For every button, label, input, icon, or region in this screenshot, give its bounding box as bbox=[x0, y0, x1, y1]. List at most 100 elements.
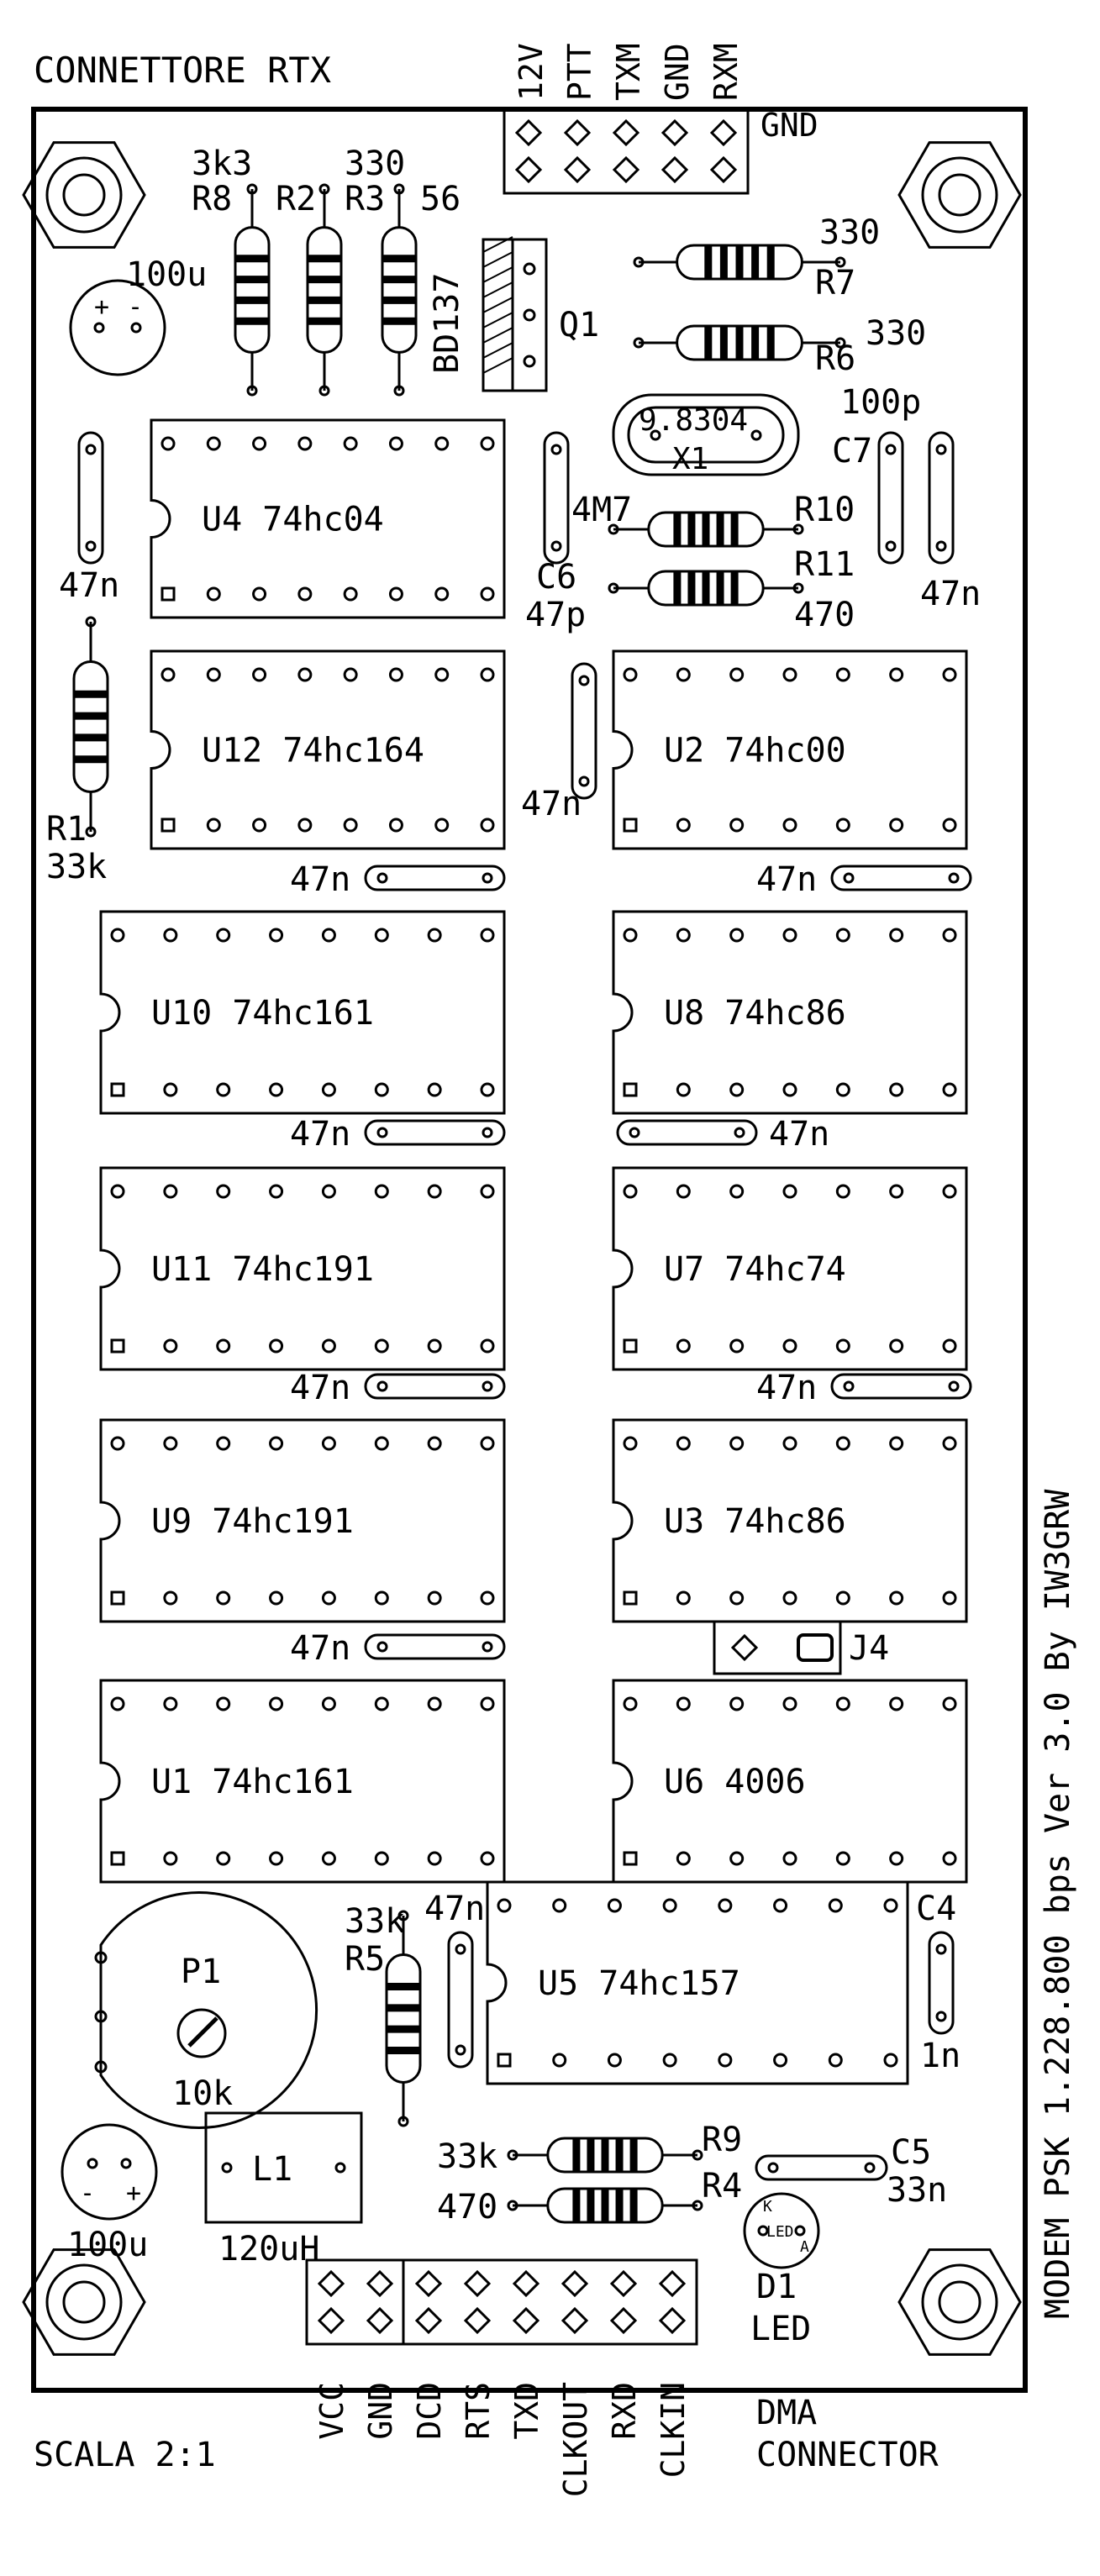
hole bbox=[62, 2280, 106, 2324]
header-pin bbox=[366, 2269, 394, 2298]
c47n-right-label: 47n bbox=[920, 575, 981, 613]
ic-pin bbox=[269, 1851, 284, 1866]
pad bbox=[455, 2044, 466, 2056]
pad bbox=[692, 2200, 703, 2211]
pad bbox=[87, 2158, 98, 2169]
ic-pin bbox=[427, 928, 442, 943]
potentiometer-p1 bbox=[94, 1891, 318, 2129]
ic-label: U12 74hc164 bbox=[202, 732, 424, 770]
pad bbox=[550, 540, 562, 552]
ic-body bbox=[612, 1679, 968, 1884]
c7-ref: C7 bbox=[832, 432, 872, 471]
title-connettore-rtx: CONNETTORE RTX bbox=[34, 50, 331, 91]
pad bbox=[885, 444, 897, 455]
c47n-label-6: 47n bbox=[756, 1369, 817, 1407]
ic-body bbox=[612, 649, 968, 850]
ic-pin bbox=[480, 817, 495, 833]
header-pin bbox=[609, 2269, 638, 2298]
capacitor-c5 bbox=[755, 2154, 888, 2181]
ic-pin bbox=[676, 1590, 691, 1606]
ic-pin bbox=[623, 1696, 638, 1711]
ic-label: U5 74hc157 bbox=[538, 1964, 740, 2003]
pad bbox=[393, 385, 405, 397]
side-title: MODEM PSK 1.228.800 bps Ver 3.0 By IW3GR… bbox=[1039, 1489, 1077, 2319]
pad bbox=[246, 183, 258, 195]
ic-pin bbox=[676, 1184, 691, 1199]
ic-pin bbox=[252, 436, 267, 451]
pad bbox=[85, 616, 97, 628]
ic-pin bbox=[297, 667, 313, 682]
r6-ref: R6 bbox=[815, 339, 855, 378]
ic-pin bbox=[942, 817, 957, 833]
rtx-pin-label: PTT bbox=[561, 43, 598, 101]
ic-label: U11 74hc191 bbox=[151, 1250, 374, 1289]
q1-part: BD137 bbox=[428, 273, 466, 374]
ic-pin bbox=[623, 928, 638, 943]
ic-pin bbox=[729, 1338, 745, 1354]
hatch bbox=[482, 342, 513, 359]
ic-pin bbox=[343, 667, 358, 682]
ic-pin bbox=[434, 817, 450, 833]
pad bbox=[750, 429, 762, 441]
capacitor-body bbox=[928, 431, 955, 565]
ic-pin bbox=[163, 1696, 178, 1711]
pad bbox=[734, 1127, 745, 1138]
resistor-r9 bbox=[507, 2137, 703, 2174]
ic-body bbox=[150, 649, 506, 850]
ic-pin bbox=[480, 667, 495, 682]
capacitor-body bbox=[364, 1633, 506, 1660]
pot-arrow bbox=[187, 2016, 218, 2048]
ic-pin bbox=[374, 1338, 389, 1354]
r5-ref: R5 bbox=[345, 1940, 385, 1979]
rtx-pin-label: RXM bbox=[708, 43, 745, 101]
resistor-r7 bbox=[633, 244, 846, 281]
cap-outline bbox=[61, 2123, 158, 2221]
ic-label: U9 74hc191 bbox=[151, 1502, 354, 1541]
ic-pin bbox=[729, 1184, 745, 1199]
ic-pin bbox=[388, 586, 403, 602]
capacitor-47n-3 bbox=[616, 1119, 758, 1146]
ic-pin bbox=[782, 1338, 797, 1354]
hatch bbox=[482, 357, 513, 374]
pad bbox=[885, 540, 897, 552]
inductor-l1 bbox=[204, 2111, 363, 2224]
hatch bbox=[482, 327, 513, 344]
pad bbox=[948, 872, 960, 884]
ic-pin bbox=[343, 586, 358, 602]
mount-hole-bottom-left bbox=[22, 2248, 146, 2356]
header-pin bbox=[514, 118, 543, 147]
ic-pin bbox=[828, 1898, 843, 1913]
pad bbox=[550, 444, 562, 455]
hex-outline bbox=[22, 2248, 146, 2356]
c4-ref: C4 bbox=[916, 1890, 956, 1928]
header-pin bbox=[709, 155, 738, 184]
header-pin bbox=[561, 2269, 589, 2298]
resistor-r6 bbox=[633, 324, 846, 361]
pad bbox=[85, 540, 97, 552]
r6-value: 330 bbox=[866, 314, 926, 353]
pad bbox=[757, 2225, 769, 2237]
capacitor-47n-0 bbox=[364, 865, 506, 891]
dma-connector bbox=[305, 2258, 698, 2346]
ic-pin bbox=[729, 817, 745, 833]
ic-pin bbox=[889, 667, 904, 682]
capacitor-c7-b bbox=[928, 431, 955, 565]
ic-pin bbox=[321, 1082, 336, 1097]
header-pin bbox=[612, 155, 640, 184]
ic-pin bbox=[623, 1184, 638, 1199]
ic-pin bbox=[388, 667, 403, 682]
ic-u5: U5 74hc157 bbox=[486, 1880, 909, 2085]
resistor-r1 bbox=[72, 616, 109, 838]
resistor-body bbox=[306, 226, 343, 354]
ic-pin bbox=[216, 1436, 231, 1451]
ic-pin bbox=[427, 1082, 442, 1097]
pad bbox=[650, 429, 661, 441]
pad bbox=[334, 2162, 346, 2174]
pad bbox=[393, 183, 405, 195]
pad bbox=[792, 523, 804, 535]
header-pin bbox=[414, 2306, 443, 2335]
pot-outline bbox=[99, 1891, 318, 2129]
ic-u10: U10 74hc161 bbox=[99, 910, 506, 1115]
ic-pin bbox=[782, 1184, 797, 1199]
